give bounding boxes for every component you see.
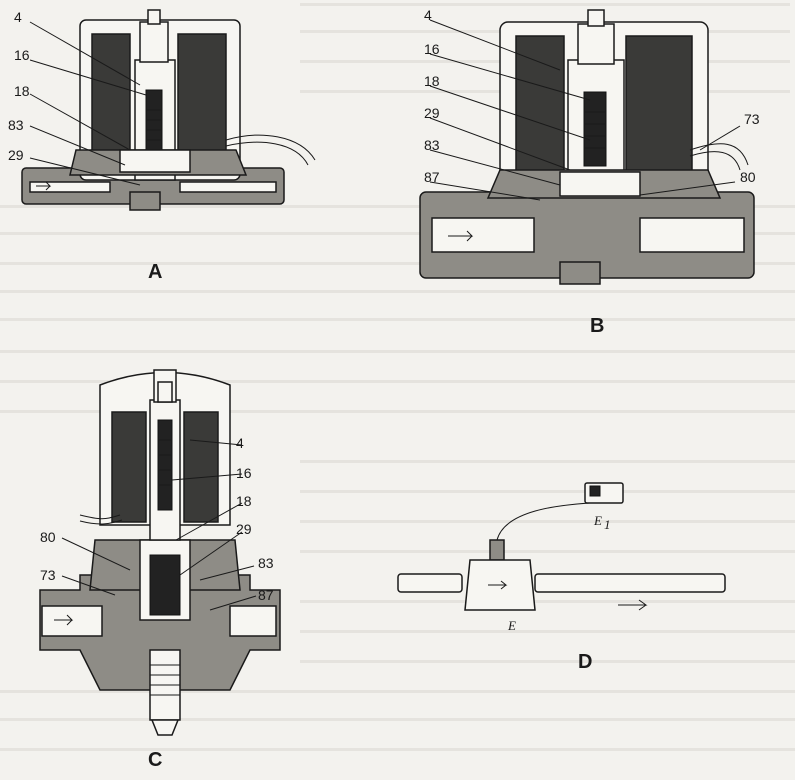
figure-b-label-87: 87 bbox=[424, 169, 440, 185]
figure-c-label-4: 4 bbox=[236, 435, 244, 451]
figure-b-label-83: 83 bbox=[424, 137, 440, 153]
figure-c-label-83: 83 bbox=[258, 555, 274, 571]
figure-d-label-e: E bbox=[507, 618, 516, 633]
figure-b-label-80: 80 bbox=[740, 169, 756, 185]
figure-c-label-18: 18 bbox=[236, 493, 252, 509]
figure-c-label-29: 29 bbox=[236, 521, 252, 537]
figure-c-valve bbox=[39, 369, 281, 736]
figure-d-label-e1-subscript: 1 bbox=[604, 517, 611, 532]
figure-b-label-16: 16 bbox=[424, 41, 440, 57]
figure-c-label-16: 16 bbox=[236, 465, 252, 481]
figure-a-label-83: 83 bbox=[8, 117, 24, 133]
figure-d-schematic bbox=[397, 482, 726, 611]
figure-b-valve bbox=[419, 9, 755, 285]
figure-d-title: D bbox=[578, 651, 592, 673]
figure-b-label-4: 4 bbox=[424, 7, 432, 23]
figure-c-label-87: 87 bbox=[258, 587, 274, 603]
figure-a-title: A bbox=[148, 261, 162, 283]
figure-a-valve bbox=[21, 9, 316, 211]
figure-b-label-18: 18 bbox=[424, 73, 440, 89]
figure-c-title: C bbox=[148, 749, 162, 771]
figure-a-label-4: 4 bbox=[14, 9, 22, 25]
figure-a-label-18: 18 bbox=[14, 83, 30, 99]
figure-c-label-80: 80 bbox=[40, 529, 56, 545]
figure-b-label-73: 73 bbox=[744, 111, 760, 127]
figure-b-label-29: 29 bbox=[424, 105, 440, 121]
figure-b-title: B bbox=[590, 315, 604, 337]
figure-a-label-29: 29 bbox=[8, 147, 24, 163]
figure-a-label-16: 16 bbox=[14, 47, 30, 63]
figure-d-label-e1: E bbox=[593, 513, 602, 528]
figure-c-label-73: 73 bbox=[40, 567, 56, 583]
